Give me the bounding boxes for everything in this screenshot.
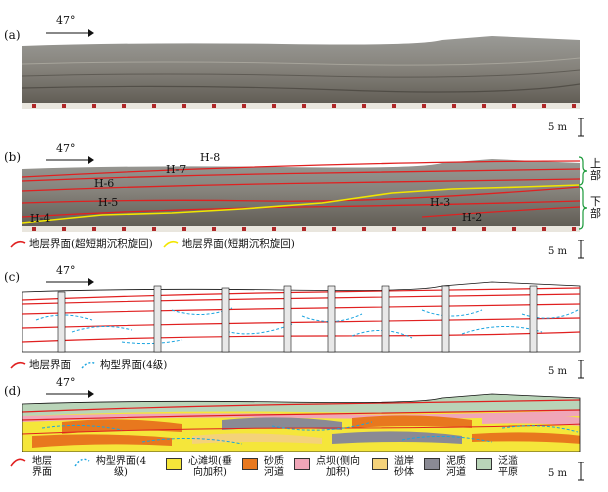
upper-bracket [578,156,588,186]
legend-d-item-overbank: 溢岸砂体 [372,456,417,478]
orientation-arrow-b [46,156,94,164]
horizon-label-h2: H-2 [462,211,483,224]
legend-d-item-sandy-channel: 砂质河道 [242,456,287,478]
legend-d-label-sandy-channel: 砂质河道 [264,456,284,478]
legend-d-item-floodplain: 泛滥平原 [476,456,521,478]
scale-bar-a [578,118,584,137]
horizon-label-h3: H-3 [430,196,451,209]
legend-d-item-midbar: 心滩坝(垂向加积) [166,456,235,478]
facies-section-d [22,393,581,452]
architecture-section-c [22,281,581,353]
swatch-point-bar [294,458,310,470]
outcrop-photo-b [22,159,580,229]
red-line-icon [10,361,26,369]
ruler-strip-b [22,226,580,232]
blue-dash-icon [81,361,97,368]
yellow-line-icon [163,240,179,248]
legend-d-item-architecture: 构型界面(4级) [74,456,149,478]
horizon-label-h6: H-6 [94,177,115,190]
orientation-arrow-d [46,390,94,398]
legend-b-yellow: 地层界面(短期沉积旋回) [163,236,295,251]
orientation-arrow-a [46,29,94,37]
horizon-label-h5: H-5 [98,196,119,209]
legend-d-label-stratal: 地层界面 [32,456,52,478]
legend-d-item-stratal: 地层界面 [10,456,55,478]
swatch-overbank [372,458,388,470]
legend-c: 地层界面 构型界面(4级) [10,357,177,372]
orientation-angle-c: 47° [56,264,76,277]
horizon-label-h8: H-8 [200,151,221,164]
legend-d-label-overbank: 溢岸砂体 [394,456,414,478]
panel-label-d: (d) [4,384,22,398]
lower-bracket-label: 下部 [590,195,601,220]
upper-bracket-label: 上部 [590,157,601,182]
legend-d-label-architecture: 构型界面(4级) [95,456,147,478]
panel-c: (c) 47° [4,264,584,379]
scale-bar-c [578,360,584,379]
horizon-label-h7: H-7 [166,163,187,176]
swatch-floodplain [476,458,492,470]
orientation-angle-b: 47° [56,142,76,155]
scale-label-a: 5 m [548,122,568,133]
panel-label-c: (c) [4,270,21,284]
legend-d-item-point-bar: 点坝(侧向加积) [294,456,363,478]
scale-bar-b [578,240,584,259]
horizon-label-h4: H-4 [30,212,51,225]
orientation-angle-a: 47° [56,14,76,27]
legend-d-label-muddy-channel: 泥质河道 [446,456,466,478]
panel-label-b: (b) [4,150,22,164]
scale-bar-d [578,462,584,481]
orientation-angle-d: 47° [56,376,76,389]
legend-d-label-floodplain: 泛滥平原 [498,456,518,478]
panel-a: (a) 47° 5 m [0,0,608,140]
blue-dash-icon [74,458,90,467]
scale-label-c: 5 m [548,366,568,377]
legend-b-red-label: 地层界面(超短期沉积旋回) [29,238,153,250]
panel-b: (b) 47° [4,142,601,259]
lower-bracket [578,186,588,230]
swatch-sandy-channel [242,458,258,470]
panel-label-a: (a) [4,28,21,42]
legend-c-blue-label: 构型界面(4级) [100,359,168,371]
orientation-arrow-c [46,278,94,286]
swatch-midbar [166,458,182,470]
red-line-icon [10,458,26,467]
legend-d-item-muddy-channel: 泥质河道 [424,456,469,478]
outcrop-photo-a [22,36,580,106]
legend-b-red: 地层界面(超短期沉积旋回) [10,236,153,251]
legend-b-yellow-label: 地层界面(短期沉积旋回) [181,238,295,250]
legend-d-label-midbar: 心滩坝(垂向加积) [188,456,232,478]
legend-c-red-label: 地层界面 [29,359,71,371]
scale-label-b: 5 m [548,246,568,257]
ruler-strip-a [22,103,580,109]
legend-b: 地层界面(超短期沉积旋回) 地层界面(短期沉积旋回) [10,236,305,251]
red-line-icon [10,240,26,248]
legend-d-label-point-bar: 点坝(侧向加积) [316,456,360,478]
swatch-muddy-channel [424,458,440,470]
legend-c-blue: 构型界面(4级) [81,357,167,372]
legend-c-red: 地层界面 [10,357,71,372]
scale-label-d: 5 m [548,468,568,479]
panel-d: (d) 47° [4,376,584,481]
